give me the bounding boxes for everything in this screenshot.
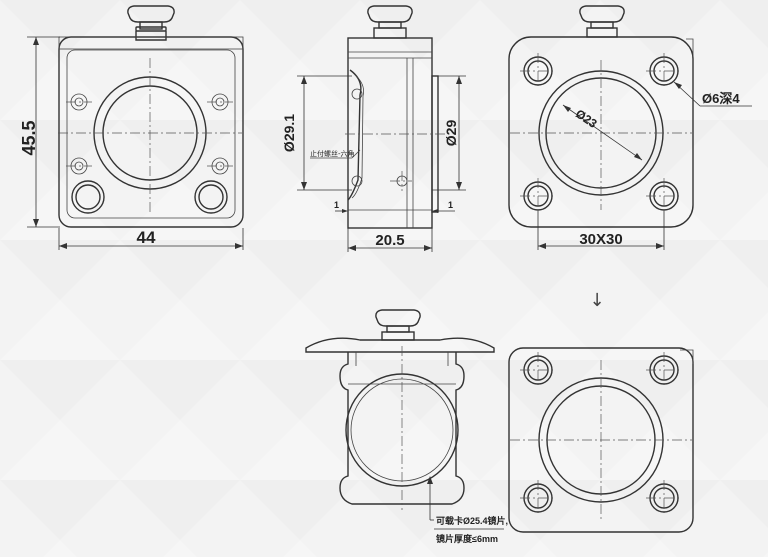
dim-side-diameter-label: Ø29.1: [281, 114, 297, 152]
dim-side-offset-left-label: 1: [334, 200, 339, 210]
back-view-lower: [508, 347, 694, 533]
side-callout-label: 止付螺丝-六角: [310, 149, 355, 158]
dim-side-inner-diameter-label: Ø29: [443, 120, 459, 147]
dim-width-label: 44: [137, 228, 156, 247]
front-view: 45.5 44: [19, 5, 244, 250]
dim-hole-spacing-label: 30X30: [579, 231, 622, 248]
annotation-line-1: 可载卡Ø25.4镜片,: [436, 515, 508, 526]
dim-height-label: 45.5: [19, 120, 39, 155]
down-arrow-icon: ↓: [589, 290, 604, 311]
dim-hole-spec-label: Ø6深4: [702, 91, 740, 106]
section-view: 可载卡Ø25.4镜片, 镜片厚度≤6mm: [305, 309, 508, 544]
annotation-line-2: 镜片厚度≤6mm: [436, 533, 498, 544]
dim-side-depth-label: 20.5: [375, 232, 404, 249]
dim-side-offset-right-label: 1: [448, 200, 453, 210]
back-view: Ø23 Ø6深4 30X30: [508, 5, 752, 250]
side-view: Ø29.1 止付螺丝-六角 Ø29 1 1 20.5: [281, 5, 466, 252]
